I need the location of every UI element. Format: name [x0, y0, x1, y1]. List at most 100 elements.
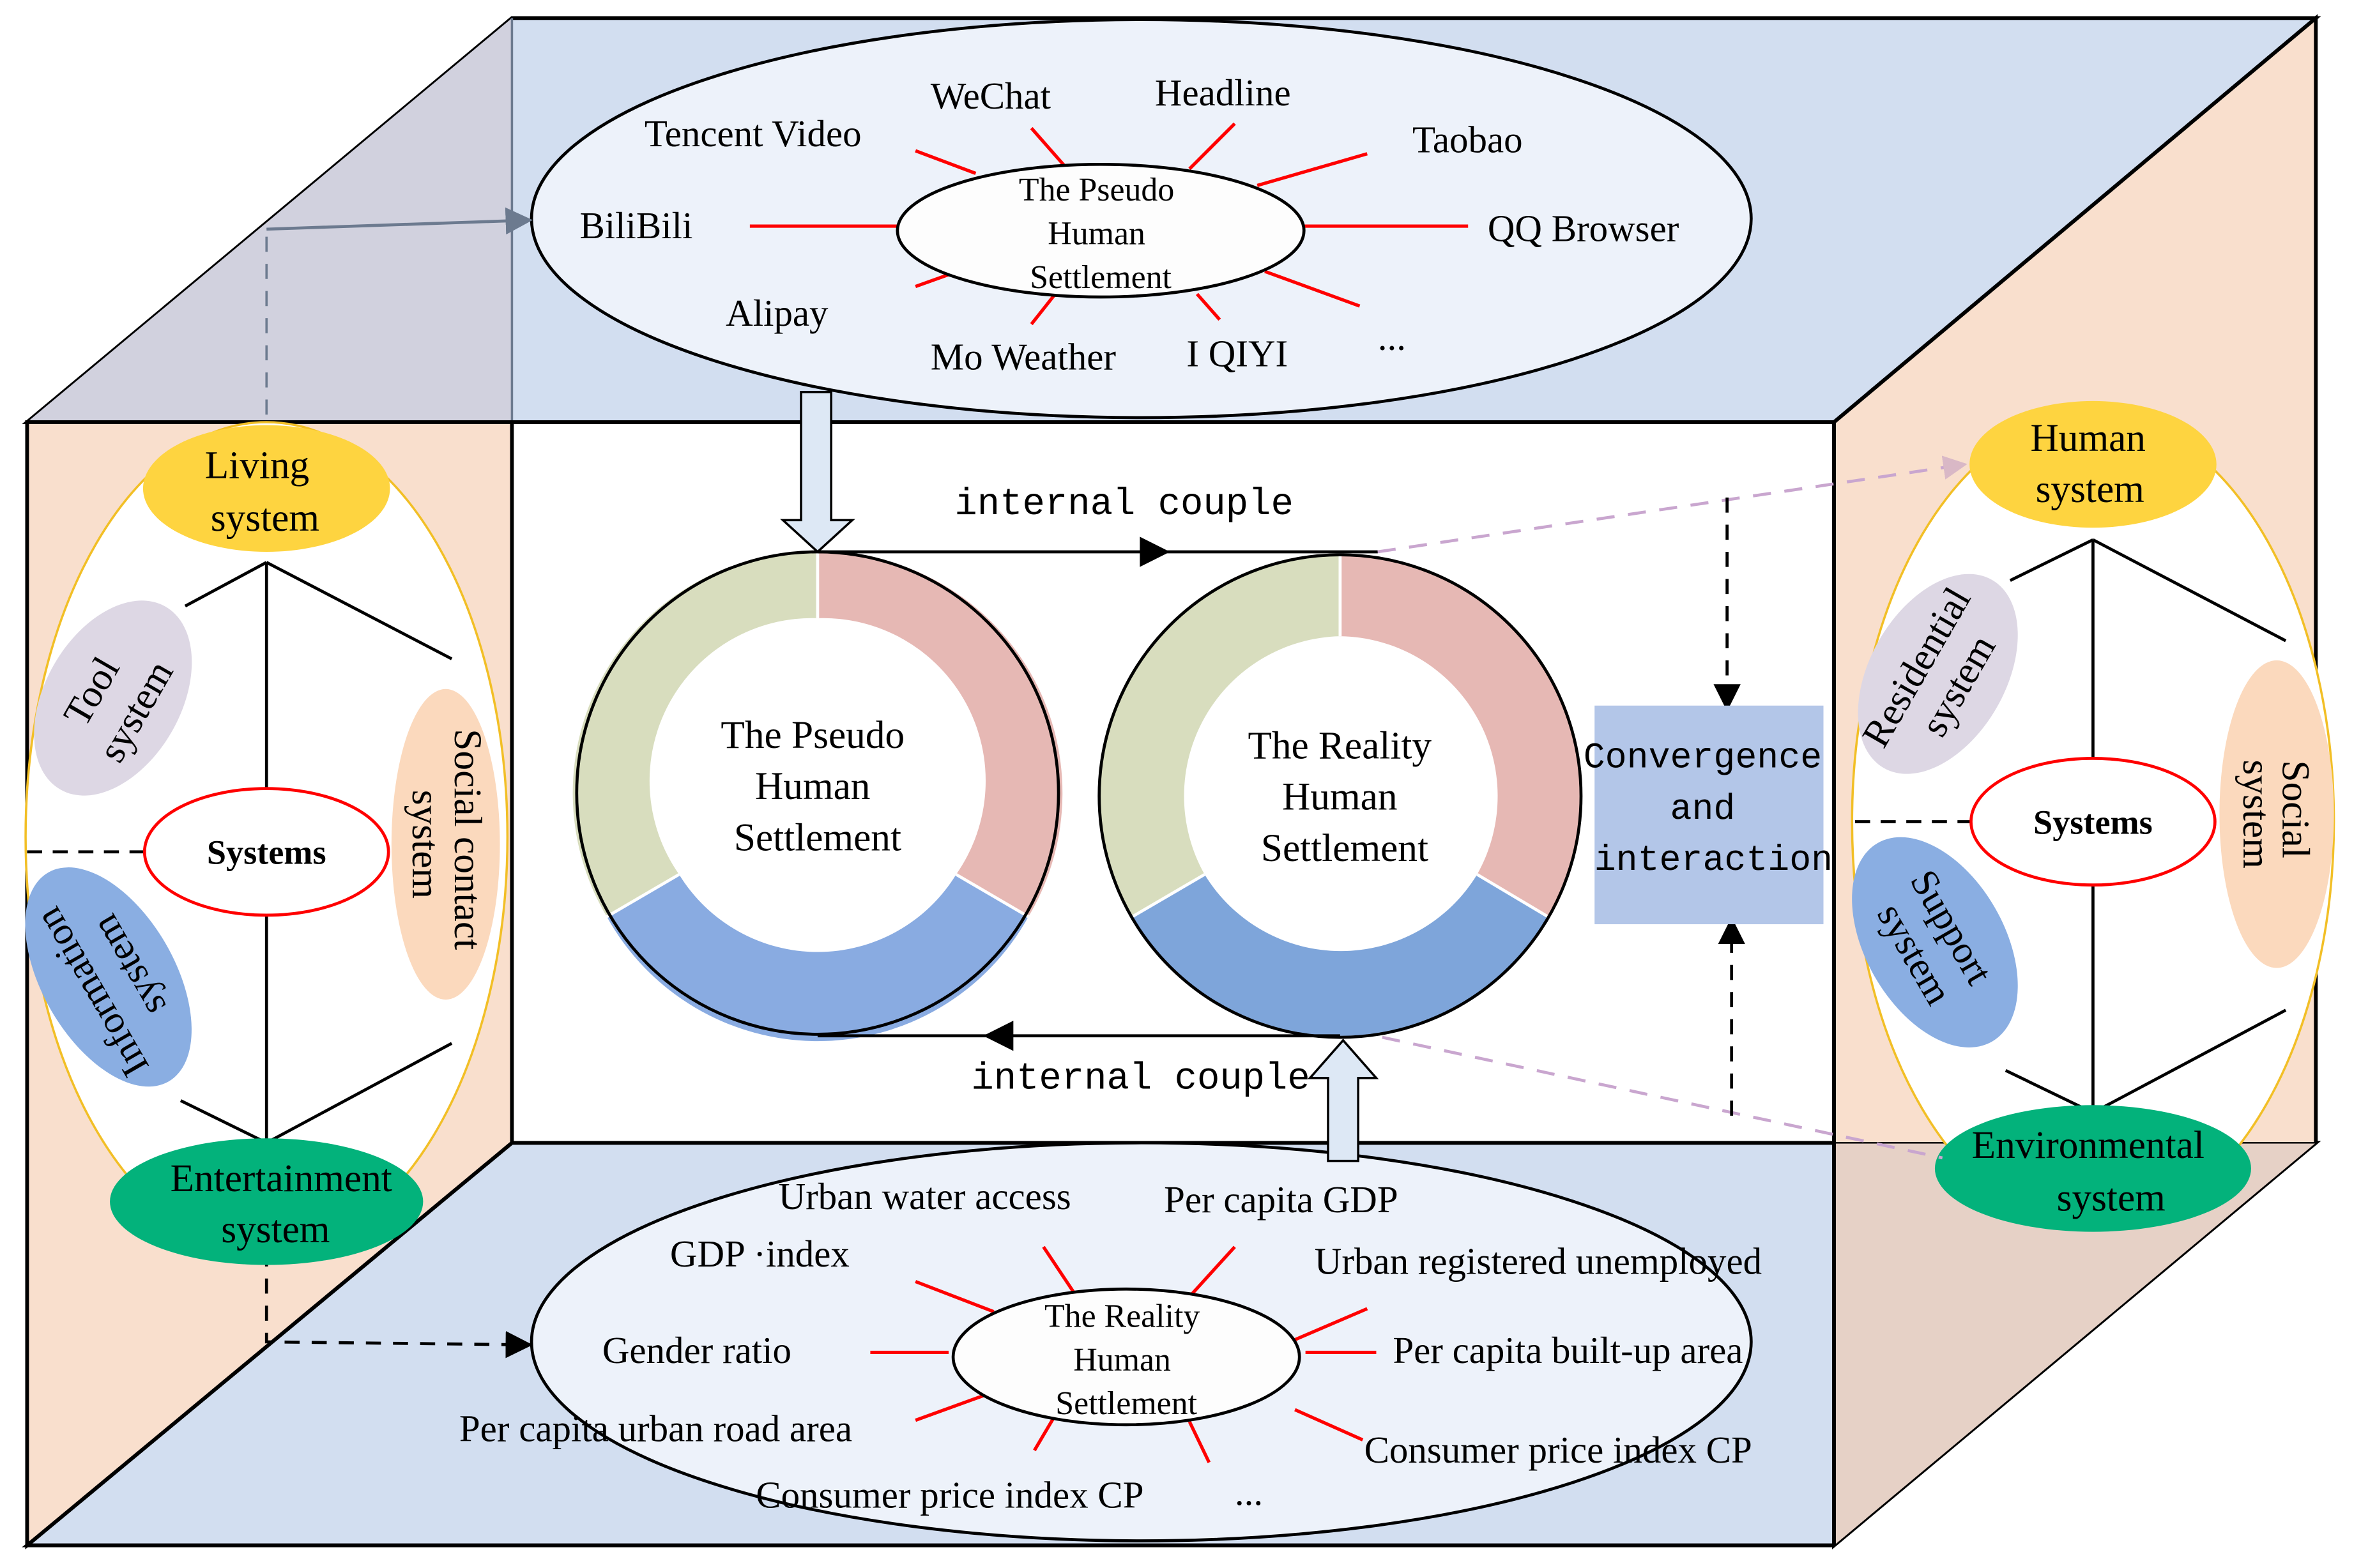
indicator-label: Urban water access: [779, 1175, 1071, 1217]
human-system-node[interactable]: [1969, 400, 2217, 528]
social-system-label: system: [2235, 759, 2278, 868]
app-label: Alipay: [726, 292, 829, 334]
human-system-label: system: [2036, 468, 2144, 511]
living-to-pseudo-arrow: [266, 207, 533, 235]
indicator-label: Urban registered unemployed: [1315, 1240, 1762, 1283]
pink-dashed-to-environment: [1382, 1035, 1943, 1160]
svg-text:Human system: Human system: [2031, 416, 2156, 511]
ring-segment-blue: [1132, 874, 1548, 1036]
svg-text:Social system: Social system: [2235, 759, 2317, 868]
spoke: [1042, 1245, 1078, 1298]
indicator-label: Consumer price index CP: [1364, 1429, 1752, 1471]
environmental-system-label: Environmental: [1972, 1123, 2204, 1167]
social-contact-system-label: Social contact: [446, 729, 489, 950]
indicator-label: Per capita built-up area: [1393, 1329, 1743, 1371]
spoke: [1257, 152, 1368, 187]
convergence-box[interactable]: [1594, 705, 1824, 925]
spoke: [1188, 122, 1236, 171]
reality-ring-label: The Reality: [1248, 724, 1432, 767]
indicator-label: Gender ratio: [602, 1329, 791, 1371]
svg-text:The Reality Human: The Reality Human Settlement: [1248, 724, 1441, 870]
social-contact-system-label: system: [404, 790, 447, 899]
reality-center-label: Settlement: [1055, 1385, 1197, 1422]
pseudo-ring-label: Settlement: [734, 816, 901, 859]
app-label: BiliBili: [580, 204, 693, 247]
left-systems-core[interactable]: [142, 787, 390, 917]
social-system-node[interactable]: Social system: [2219, 660, 2334, 968]
reality-ring: The Reality Human Settlement: [1097, 553, 1583, 1039]
spoke: [1030, 294, 1056, 326]
spoke: [915, 1280, 995, 1314]
indicator-label: Per capita urban road area: [459, 1408, 852, 1450]
svg-text:The Pseudo Human S: The Pseudo Human Settlement: [721, 713, 914, 860]
svg-text:Social contact system: Social contact system: [404, 729, 489, 959]
ring-divider: [955, 873, 1030, 918]
app-label: Taobao: [1412, 118, 1523, 160]
spoke: [1030, 126, 1066, 167]
couple-bottom-arrowhead: [983, 1021, 1014, 1051]
reality-center-label: The Reality: [1044, 1298, 1200, 1334]
entertainment-system-label: system: [221, 1208, 330, 1251]
information-system-node[interactable]: Information system: [0, 839, 226, 1115]
right-systems-core-label: Systems: [2033, 803, 2153, 841]
reality-ring-label: Settlement: [1261, 826, 1428, 870]
pseudo-center-label: The Pseudo: [1019, 172, 1174, 208]
app-label: Mo Weather: [931, 335, 1117, 377]
ring-segment-pink: [817, 551, 1063, 917]
svg-text:The Reality Human: The Reality Human Settlement: [1044, 1298, 1208, 1422]
reality-up-arrow: [1307, 1039, 1379, 1162]
left-systems-core-label: Systems: [207, 833, 326, 872]
connector: [266, 561, 453, 660]
pseudo-center-ellipse: [896, 162, 1306, 299]
pseudo-ring: The Pseudo Human Settlement: [572, 550, 1063, 1042]
indicator-label: Consumer price index CP: [756, 1474, 1143, 1516]
spoke: [915, 149, 977, 175]
ring-segment-green: [1100, 554, 1340, 917]
left-hexagon-lines: [180, 561, 453, 1145]
ring-divider: [1131, 873, 1205, 918]
entertainment-system-node[interactable]: [110, 1138, 424, 1265]
living-system-label: Living: [205, 443, 309, 487]
app-label: I QIYI: [1186, 333, 1288, 375]
spoke: [1195, 293, 1221, 321]
app-label: QQ Browser: [1488, 208, 1679, 250]
tool-system-node[interactable]: Tool system: [1, 573, 224, 823]
pseudo-ring-label: The Pseudo: [721, 713, 905, 757]
couple-top-arrowhead: [1140, 537, 1170, 567]
human-system-label: Human: [2031, 416, 2146, 460]
ring-divider: [606, 873, 680, 918]
left-system-cluster: Living system Tool system Information sy…: [0, 421, 509, 1265]
spoke: [1294, 1408, 1364, 1442]
app-label: ...: [1378, 316, 1406, 358]
entertainment-system-label: Entertainment: [171, 1157, 392, 1200]
pseudo-settlement-cluster: The Pseudo Human Settlement WeChat Headl…: [530, 18, 1753, 420]
social-contact-system-node[interactable]: Social contact system: [391, 689, 500, 1000]
reality-ring-label: Human: [1282, 775, 1397, 819]
environmental-system-label: system: [2057, 1176, 2166, 1220]
spoke: [1188, 1245, 1236, 1298]
cube-top-face-left-shade: [27, 18, 512, 422]
convergence-label: interaction: [1594, 840, 1833, 881]
connector: [2009, 538, 2094, 582]
environmental-system-node[interactable]: [1934, 1105, 2251, 1232]
right-systems-core[interactable]: [1969, 757, 2217, 887]
indicator-label: Per capita GDP: [1164, 1178, 1398, 1221]
app-label: Tencent Video: [645, 112, 862, 155]
living-system-node[interactable]: [142, 425, 390, 552]
reality-center-ellipse: [951, 1287, 1301, 1427]
app-label: WeChat: [931, 75, 1051, 117]
svg-text:The Pseudo Human S: The Pseudo Human Settlement: [1019, 172, 1182, 296]
convergence-label: Convergence: [1584, 737, 1822, 778]
pink-dashed-to-human: [1377, 455, 1968, 554]
connector: [2092, 538, 2287, 643]
right-system-cluster: Human system Residential system Support …: [1851, 400, 2335, 1232]
svg-text:Entertainment system: Entertainment system: [171, 1157, 402, 1251]
svg-text:Environmental system: Environmental system: [1972, 1123, 2215, 1220]
svg-text:Living system: Living system: [205, 443, 319, 540]
spoke: [1033, 1416, 1056, 1452]
connector: [266, 1042, 453, 1145]
cube-bottom-right-overlap: [1834, 1143, 2316, 1546]
svg-text:Convergence and intera: Convergence and interaction: [1584, 737, 1844, 881]
couple-bottom-label: internal couple: [971, 1057, 1310, 1100]
indicator-label: ...: [1235, 1471, 1263, 1513]
